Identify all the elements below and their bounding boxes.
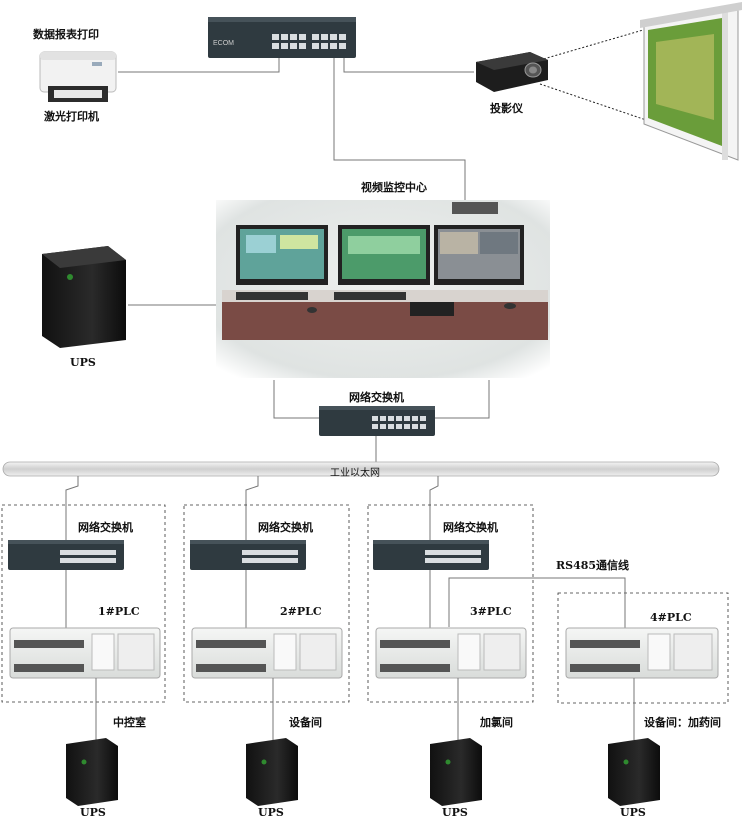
projection-lines <box>539 27 653 123</box>
core-switch-label: 网络交换机 <box>349 391 404 404</box>
ups-top-label: UPS <box>70 356 96 369</box>
top-connections <box>118 58 490 462</box>
monitoring-center-image <box>216 200 550 378</box>
projection-screen <box>640 2 742 161</box>
projector-label: 投影仪 <box>490 102 523 115</box>
plc-ups-lines <box>95 678 635 740</box>
plc-1 <box>9 627 161 679</box>
plc-2-label: 2#PLC <box>280 605 322 618</box>
ups-2-label: UPS <box>258 806 284 819</box>
switch-brand-text: ECOM <box>213 40 234 47</box>
printer-label: 激光打印机 <box>44 110 99 123</box>
plc-4-label: 4#PLC <box>650 611 692 624</box>
station-switch-3 <box>373 540 489 570</box>
industrial-ethernet-bar <box>2 461 720 477</box>
top-switch: ECOM <box>208 17 356 58</box>
projector <box>476 52 548 92</box>
plc-4 <box>565 627 719 679</box>
ups-4 <box>608 738 660 806</box>
core-switch <box>319 406 435 436</box>
switch-plc-lines <box>65 570 431 628</box>
ups-4-label: UPS <box>620 806 646 819</box>
station-2-switch-label: 网络交换机 <box>258 521 313 534</box>
room-2-label: 设备间 <box>289 716 322 729</box>
room-1-label: 中控室 <box>113 716 146 729</box>
plc-3 <box>375 627 527 679</box>
ethernet-label: 工业以太网 <box>330 468 380 479</box>
switch-projector-line <box>343 58 474 73</box>
rs485-label: RS485通信线 <box>556 559 630 572</box>
ups-3-label: UPS <box>442 806 468 819</box>
station-boxes <box>1 504 729 704</box>
station-3-switch-label: 网络交换机 <box>443 521 498 534</box>
station-1-switch-label: 网络交换机 <box>78 521 133 534</box>
station-switch-2 <box>190 540 306 570</box>
printer-switch-line <box>118 58 280 73</box>
room-3-label: 加氯间 <box>480 716 513 729</box>
plc-3-label: 3#PLC <box>470 605 512 618</box>
monitor-center-label: 视频监控中心 <box>361 181 427 194</box>
ups-1 <box>66 738 118 806</box>
center-coreswitch-right <box>434 380 490 419</box>
ups-2 <box>246 738 298 806</box>
ups-3 <box>430 738 482 806</box>
switch-center-line <box>333 58 466 202</box>
print-label: 数据报表打印 <box>33 28 99 41</box>
room-4-label: 设备间：加药间 <box>644 716 721 729</box>
station-switch-1 <box>8 540 124 570</box>
laser-printer <box>39 51 117 102</box>
ups-1-label: UPS <box>80 806 106 819</box>
plc-2 <box>191 627 343 679</box>
ups-top <box>42 246 126 348</box>
ethernet-drops <box>65 476 439 540</box>
center-coreswitch-left <box>273 380 319 419</box>
rs485-line <box>448 577 626 628</box>
plc-1-label: 1#PLC <box>98 605 140 618</box>
